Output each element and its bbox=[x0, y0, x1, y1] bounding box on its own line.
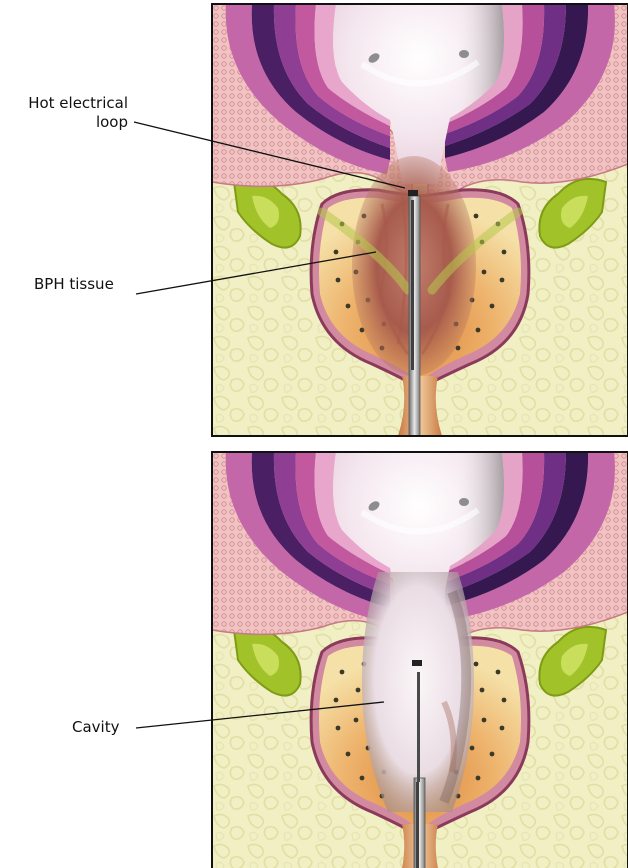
resectoscope-shaft bbox=[409, 196, 420, 436]
cavity-label: Cavity bbox=[72, 718, 119, 737]
bph-tissue-label: BPH tissue bbox=[34, 275, 114, 294]
top-panel bbox=[212, 4, 628, 436]
hot-loop-tip bbox=[408, 190, 418, 196]
hot-loop-label-line1: Hot electrical bbox=[0, 94, 128, 113]
bottom-panel bbox=[212, 452, 628, 868]
hot-loop-tip-bottom bbox=[412, 660, 422, 666]
hot-loop-label-line2: loop bbox=[0, 113, 128, 132]
hot-electrical-loop-label: Hot electrical loop bbox=[0, 94, 128, 132]
resectoscope-shaft-bottom bbox=[414, 778, 425, 868]
